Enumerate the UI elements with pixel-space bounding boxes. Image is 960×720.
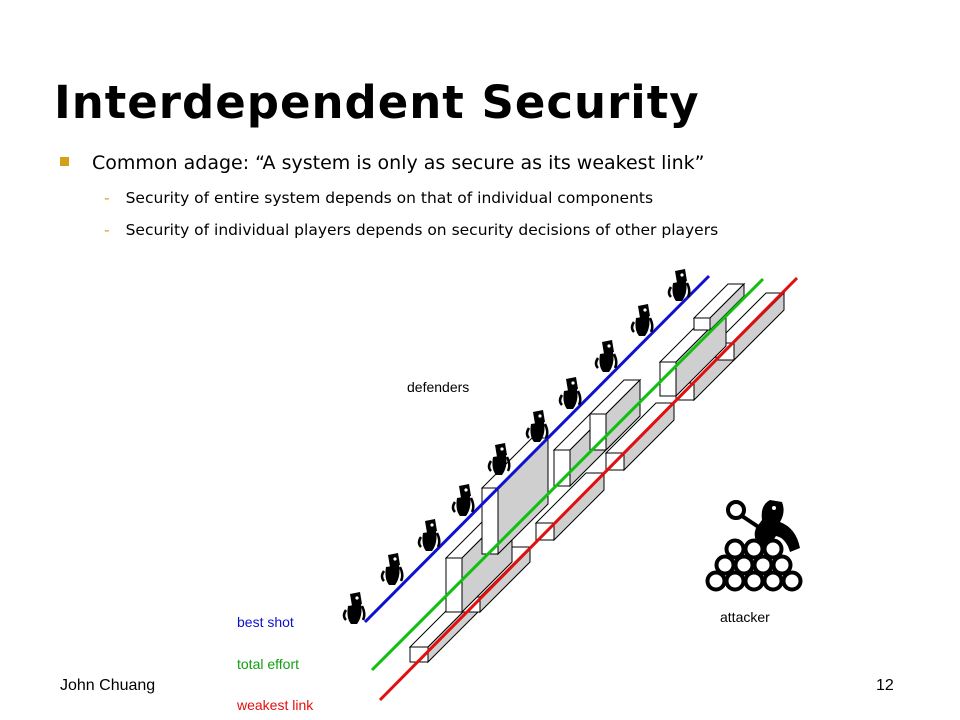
defender-arm — [594, 357, 600, 369]
defender-arm — [558, 394, 564, 406]
defender-arm — [543, 423, 549, 439]
defender-eye — [393, 557, 397, 561]
defenders-group — [342, 269, 691, 624]
wall-blocks — [408, 282, 786, 664]
defender-arm — [612, 353, 618, 369]
held-cannonball-icon — [726, 500, 746, 520]
weakest-link-label: weakest link — [237, 697, 314, 713]
defender-body — [492, 455, 507, 475]
defender-figure-icon — [487, 443, 511, 475]
cannonball-icon — [752, 554, 774, 576]
defender-body — [635, 316, 650, 336]
defender-arm — [648, 317, 654, 333]
best-shot-label: best shot — [237, 614, 294, 630]
tall-wall-block-5-front — [693, 317, 711, 331]
defender-arm — [398, 566, 404, 582]
cannonball-icon — [724, 570, 746, 592]
defender-body — [530, 422, 545, 442]
main-bullet-text: Common adage: “A system is only as secur… — [92, 152, 705, 174]
defender-arm — [685, 282, 691, 298]
defender-eye — [464, 488, 468, 492]
bullet-square-icon — [60, 157, 69, 166]
effort-lines — [363, 274, 799, 702]
dash-icon: - — [104, 221, 110, 239]
defender-figure-icon — [630, 304, 654, 336]
sub-bullet-2-text: Security of individual players depends o… — [125, 221, 719, 239]
defender-eye — [607, 344, 611, 348]
attacker-body — [754, 500, 800, 552]
defender-body — [422, 531, 437, 551]
defender-arm — [630, 321, 636, 333]
cannonball-icon — [762, 570, 784, 592]
page-number: 12 — [876, 677, 894, 694]
defender-body — [599, 352, 614, 372]
defender-arm — [342, 609, 348, 621]
weakest-link-line — [378, 276, 799, 702]
total-effort-line — [370, 277, 765, 672]
defender-figure-icon — [525, 410, 549, 442]
defender-eye — [680, 273, 684, 277]
defender-arm — [576, 390, 582, 406]
defender-eye — [643, 308, 647, 312]
defender-arm — [435, 532, 441, 548]
defender-body — [456, 496, 471, 516]
attacker-with-cannonballs-icon — [705, 500, 803, 592]
cannonball-icon — [705, 570, 727, 592]
defender-arm — [525, 427, 531, 439]
defender-figure-icon — [451, 484, 475, 516]
defenders-label: defenders — [407, 379, 470, 395]
cannonball-icon — [762, 538, 784, 560]
dash-icon: - — [104, 189, 110, 207]
defender-figure-icon — [380, 553, 404, 585]
defender-arm — [505, 456, 511, 472]
defender-figure-icon — [342, 592, 366, 624]
defender-eye — [500, 447, 504, 451]
attacker-eye — [772, 506, 776, 510]
sub-bullet-2: -Security of individual players depends … — [104, 221, 718, 239]
defender-body — [563, 389, 578, 409]
cannonball-icon — [724, 538, 746, 560]
attacker-label: attacker — [720, 609, 770, 625]
cannonball-icon — [733, 554, 755, 576]
defender-arm — [667, 286, 673, 298]
defender-eye — [538, 414, 542, 418]
defender-arm — [417, 536, 423, 548]
attacker-arm — [740, 514, 762, 530]
slide-title: Interdependent Security — [54, 76, 700, 129]
defender-figure-icon — [558, 377, 582, 409]
total-effort-label: total effort — [237, 656, 300, 672]
defender-arm — [487, 460, 493, 472]
defender-figure-icon — [417, 519, 441, 551]
cannonball-icon — [771, 554, 793, 576]
defender-figure-icon — [667, 269, 691, 301]
defender-arm — [451, 501, 457, 513]
main-bullet: Common adage: “A system is only as secur… — [60, 152, 705, 174]
tall-wall-block-0-front — [445, 557, 463, 613]
cannonball-icon — [781, 570, 803, 592]
defender-body — [672, 281, 687, 301]
sub-bullet-1-text: Security of entire system depends on tha… — [125, 189, 654, 207]
defender-figure-icon — [594, 340, 618, 372]
defender-arm — [360, 605, 366, 621]
defender-body — [385, 565, 400, 585]
cannonball-icon — [714, 554, 736, 576]
defender-eye — [430, 523, 434, 527]
best-shot-line — [363, 274, 711, 624]
footer-author: John Chuang — [60, 677, 156, 694]
defender-arm — [380, 570, 386, 582]
defender-eye — [571, 381, 575, 385]
cannonball-icon — [743, 570, 765, 592]
defender-eye — [355, 596, 359, 600]
defender-body — [347, 604, 362, 624]
sub-bullet-1: -Security of entire system depends on th… — [104, 189, 653, 207]
defender-arm — [469, 497, 475, 513]
